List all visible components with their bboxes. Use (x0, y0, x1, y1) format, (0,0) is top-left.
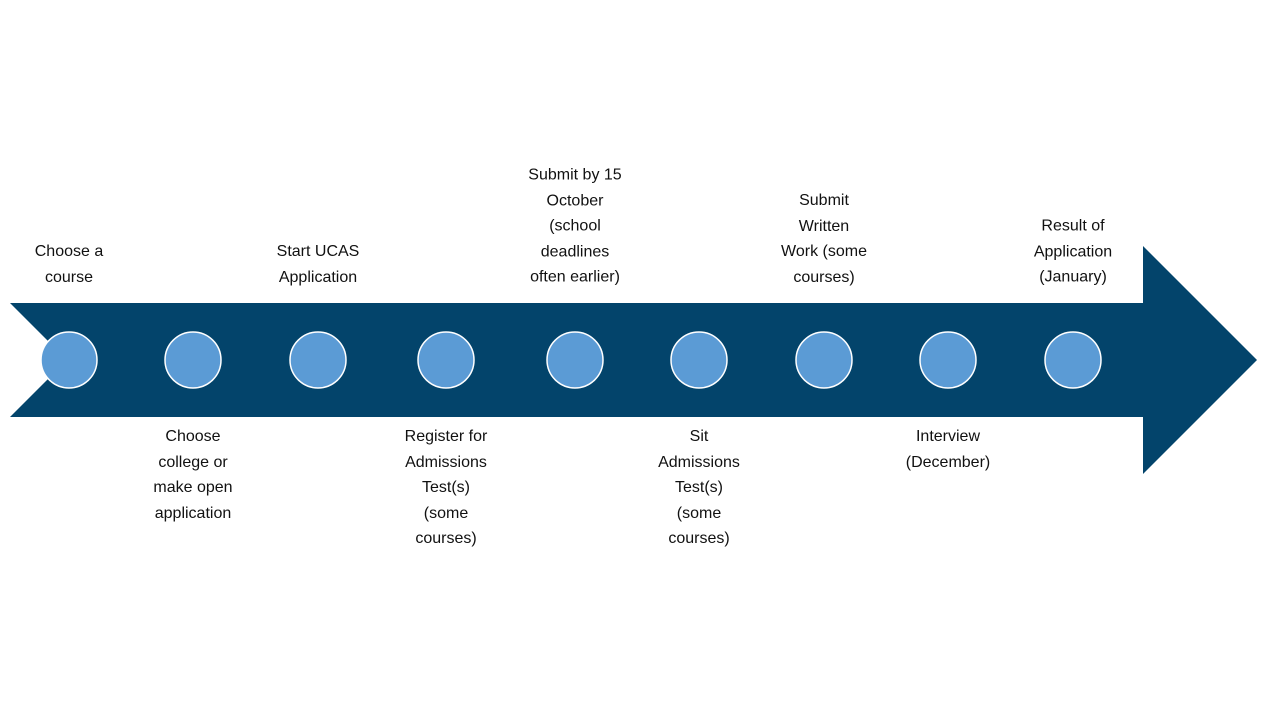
timeline-node (417, 331, 475, 389)
step-label: Submit Written Work (some courses) (781, 192, 867, 286)
step-label: Register for Admissions Test(s) (some co… (404, 428, 488, 547)
timeline-node (795, 331, 853, 389)
timeline-node (919, 331, 977, 389)
timeline-node (670, 331, 728, 389)
step-label: Submit by 15 October (school deadlines o… (528, 166, 622, 286)
step-label: Result of Application (January) (1033, 217, 1113, 286)
step-label: Interview (December) (905, 428, 991, 471)
step-label: Choose a course (34, 243, 104, 286)
timeline-node (164, 331, 222, 389)
timeline-node (289, 331, 347, 389)
timeline-node (546, 331, 604, 389)
step-label: Sit Admissions Test(s) (some courses) (658, 428, 740, 547)
timeline-arrow (10, 246, 1257, 474)
step-label: Choose college or make open application (153, 428, 233, 522)
timeline-node (1044, 331, 1102, 389)
timeline-node (40, 331, 98, 389)
step-label: Start UCAS Application (276, 243, 360, 286)
